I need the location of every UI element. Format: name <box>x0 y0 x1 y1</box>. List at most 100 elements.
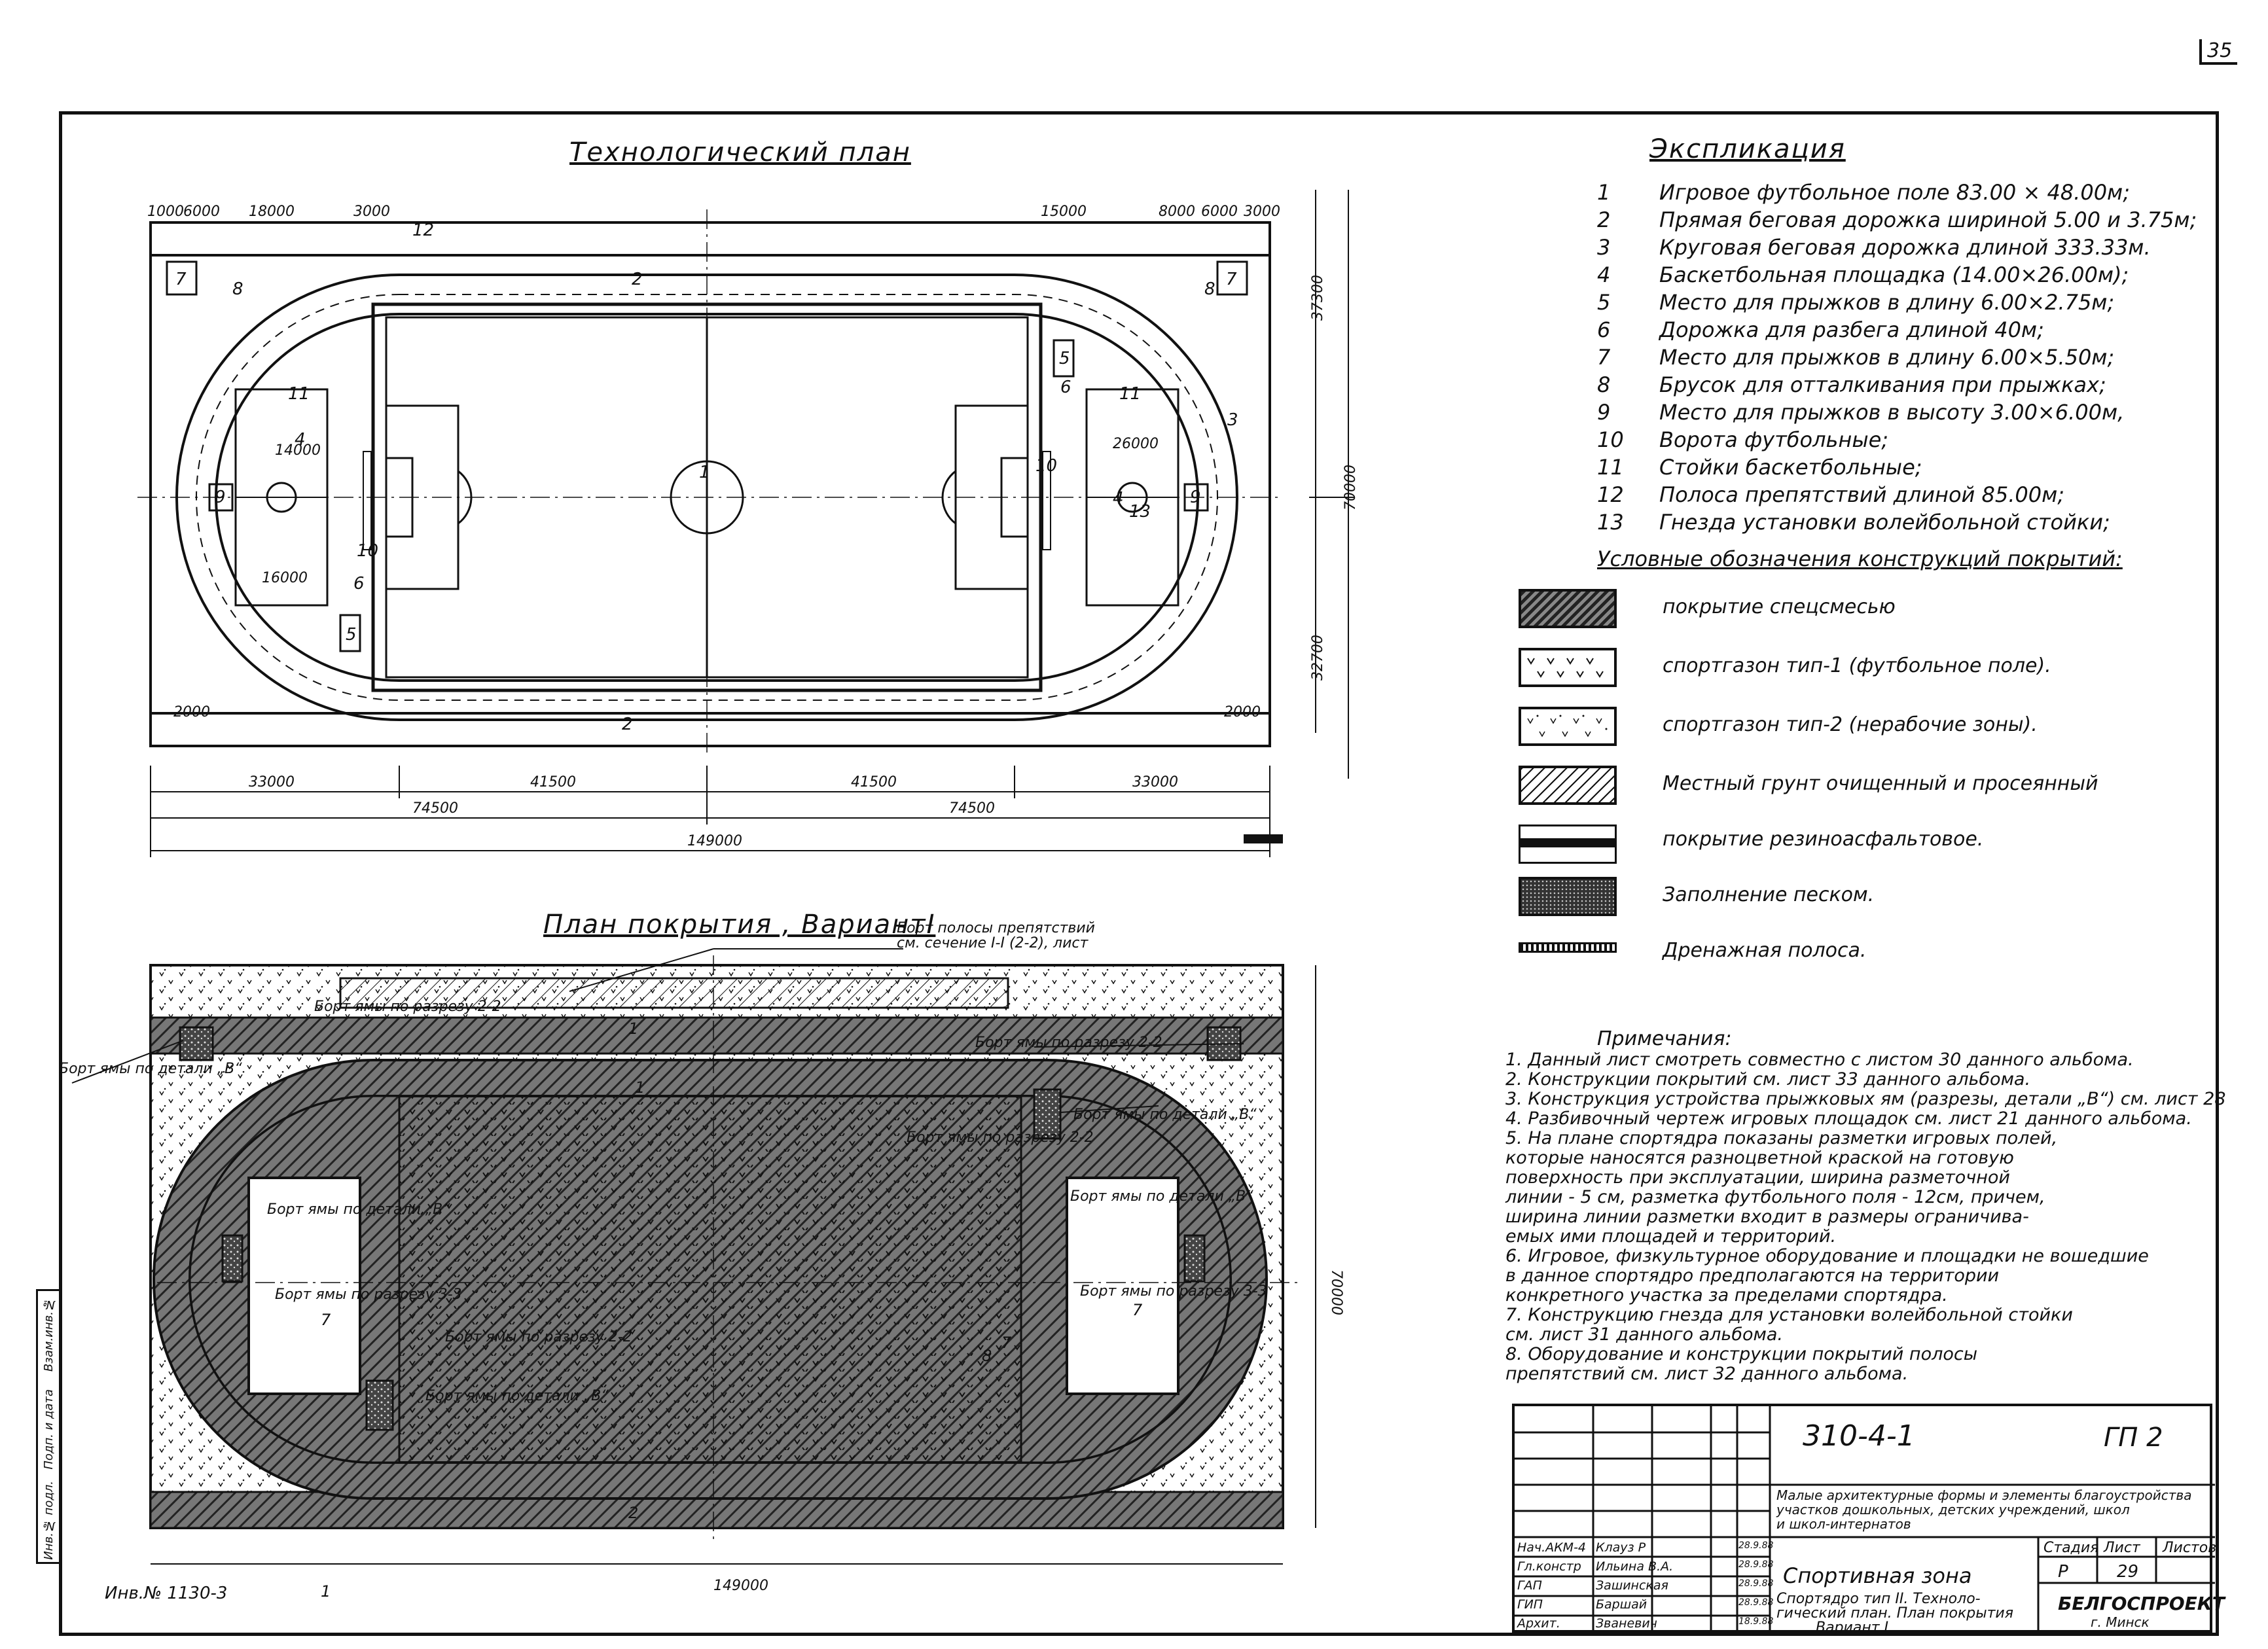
num-3: 3 <box>1227 410 1238 430</box>
callout-8: Борт ямы по детали „В“ <box>267 1201 450 1218</box>
note-line: емых ими площадей и территорий. <box>1505 1226 1837 1247</box>
section-7a: 7 <box>321 1311 331 1329</box>
legend-text-2: спортгазон тип-1 (футбольное поле). <box>1663 654 2051 677</box>
legend-swatch-3 <box>1519 707 1617 746</box>
stamp-role-name: Баршай <box>1596 1597 1647 1612</box>
section-1: 1 <box>628 1020 638 1038</box>
callout-10: Борт ямы по разрезу 3-3 <box>1080 1283 1267 1300</box>
stamp-sheet-label: Лист <box>2104 1540 2140 1556</box>
explication-item-number: 13 <box>1597 510 1624 535</box>
stamp-org-1: БЕЛГОСПРОЕКТ <box>2058 1593 2225 1614</box>
legend-text-1: покрытие спецсмесью <box>1663 595 1896 618</box>
explication-item-number: 12 <box>1597 482 1624 507</box>
section-2: 2 <box>628 1504 638 1522</box>
explication-item-text: Гнезда установки волейбольной стойки; <box>1659 510 2110 535</box>
title-block: 310-4-1 ГП 2 Малые архитектурные формы и… <box>1512 1404 2225 1636</box>
callout-1: Борт полосы препятствий <box>897 920 1095 936</box>
dim-d23: 16000 <box>262 570 308 586</box>
stamp-role-role: Гл.констр <box>1517 1559 1581 1574</box>
stamp-code: 310-4-1 <box>1803 1419 1915 1453</box>
num-9a: 9 <box>215 488 226 507</box>
explication-item-text: Прямая беговая дорожка шириной 5.00 и 3.… <box>1659 207 2197 232</box>
callout-4: Борт ямы по разрезу 2-2 <box>975 1035 1162 1051</box>
stamp-title-2: гический план. План покрытия <box>1776 1605 2013 1622</box>
callout-5: Борт ямы по детали „В“ <box>59 1061 242 1077</box>
num-2b: 2 <box>622 715 633 734</box>
explication-title: Экспликация <box>1649 134 1846 164</box>
explication-item-number: 11 <box>1597 455 1624 480</box>
num-2a: 2 <box>632 270 643 289</box>
legend-swatch-5 <box>1519 824 1617 864</box>
title-block-grid <box>1515 1406 2215 1635</box>
explication-item-text: Игровое футбольное поле 83.00 × 48.00м; <box>1659 180 2130 205</box>
legend-title: Условные обозначения конструкций покрыти… <box>1597 546 2123 571</box>
dim-d21: 14000 <box>275 442 321 459</box>
dim-d8: 3000 <box>1244 204 1280 220</box>
legend-swatch-7 <box>1519 942 1617 953</box>
dim-d5: 15000 <box>1041 204 1087 220</box>
note-line: 3. Конструкция устройства прыжковых ям (… <box>1505 1089 2226 1109</box>
callout-6: Борт ямы по разрезу 2-2 <box>907 1129 1094 1146</box>
num-10b: 10 <box>1035 456 1057 476</box>
num-7a: 7 <box>175 270 187 289</box>
explication-item-number: 3 <box>1597 235 1611 260</box>
num-6b: 6 <box>1060 378 1071 397</box>
legend-text-6: Заполнение песком. <box>1663 883 1875 906</box>
num-6a: 6 <box>353 574 365 594</box>
explication-item-number: 7 <box>1597 345 1611 370</box>
legend-swatch-6 <box>1519 877 1617 916</box>
side-label-1: Взам.инв.№ <box>42 1298 56 1372</box>
num-1: 1 <box>699 463 710 482</box>
notes-title: Примечания: <box>1597 1027 1732 1050</box>
num-7b: 7 <box>1226 270 1237 289</box>
side-stamp: Взам.инв.№ Подп. и дата Инв.№ подл. <box>36 1289 62 1564</box>
legend-text-7: Дренажная полоса. <box>1663 939 1867 962</box>
dim-d12: 33000 <box>1132 774 1178 790</box>
note-line: 8. Оборудование и конструкции покрытий п… <box>1505 1344 1978 1364</box>
explication-item: 13 Гнезда установки волейбольной стойки; <box>1597 510 2110 535</box>
note-line: 1. Данный лист смотреть совместно с лист… <box>1505 1050 2134 1070</box>
note-line: 6. Игровое, физкультурное оборудование и… <box>1505 1246 2149 1266</box>
dim-d4: 3000 <box>353 204 390 220</box>
stamp-role-name: Ильина В.А. <box>1596 1559 1674 1574</box>
stamp-sheets-label: Листов <box>2163 1540 2217 1556</box>
note-line: в данное спортядро предполагаются на тер… <box>1505 1266 2000 1286</box>
explication-item-text: Ворота футбольные; <box>1659 427 1889 452</box>
explication-item-text: Стойки баскетбольные; <box>1659 455 1922 480</box>
dim-d9: 33000 <box>249 774 295 790</box>
explication-item-text: Место для прыжков в высоту 3.00×6.00м, <box>1659 400 2125 425</box>
callout-9: Борт ямы по разрезу 3-3 <box>275 1286 462 1303</box>
dim-d7: 6000 <box>1201 204 1238 220</box>
section-7b: 7 <box>1132 1301 1143 1319</box>
explication-item-number: 5 <box>1597 290 1611 315</box>
stamp-role-name: Клауз Р <box>1596 1540 1646 1555</box>
dim-d19: 2000 <box>173 704 210 720</box>
dim-d13: 74500 <box>412 800 458 817</box>
legend-swatch-1 <box>1519 589 1617 628</box>
stamp-zone: Спортивная зона <box>1783 1563 1972 1588</box>
explication-item-text: Круговая беговая дорожка длиной 333.33м. <box>1659 235 2151 260</box>
explication-item: 3 Круговая беговая дорожка длиной 333.33м… <box>1597 235 2151 260</box>
note-line: 7. Конструкцию гнезда для установки воле… <box>1505 1305 2073 1325</box>
stamp-stage: Р <box>2058 1562 2068 1582</box>
stamp-role-date: 18.9.88 <box>1738 1616 1774 1627</box>
section-7c: 7 <box>1001 1334 1012 1352</box>
num-13: 13 <box>1129 502 1151 522</box>
explication-item-text: Дорожка для разбега длиной 40м; <box>1659 317 2044 342</box>
num-5b: 5 <box>1059 349 1070 368</box>
num-8a: 8 <box>232 279 243 299</box>
num-9b: 9 <box>1190 488 1201 507</box>
explication-item-number: 6 <box>1597 317 1611 342</box>
note-line: линии - 5 см, разметка футбольного поля … <box>1505 1187 2045 1207</box>
section-1b: 1 <box>635 1078 645 1097</box>
note-line: препятствий см. лист 32 данного альбома. <box>1505 1364 1909 1384</box>
note-line: см. лист 31 данного альбома. <box>1505 1324 1783 1345</box>
num-4b: 4 <box>1113 489 1124 508</box>
note-line: поверхность при эксплуатации, ширина раз… <box>1505 1167 2010 1188</box>
